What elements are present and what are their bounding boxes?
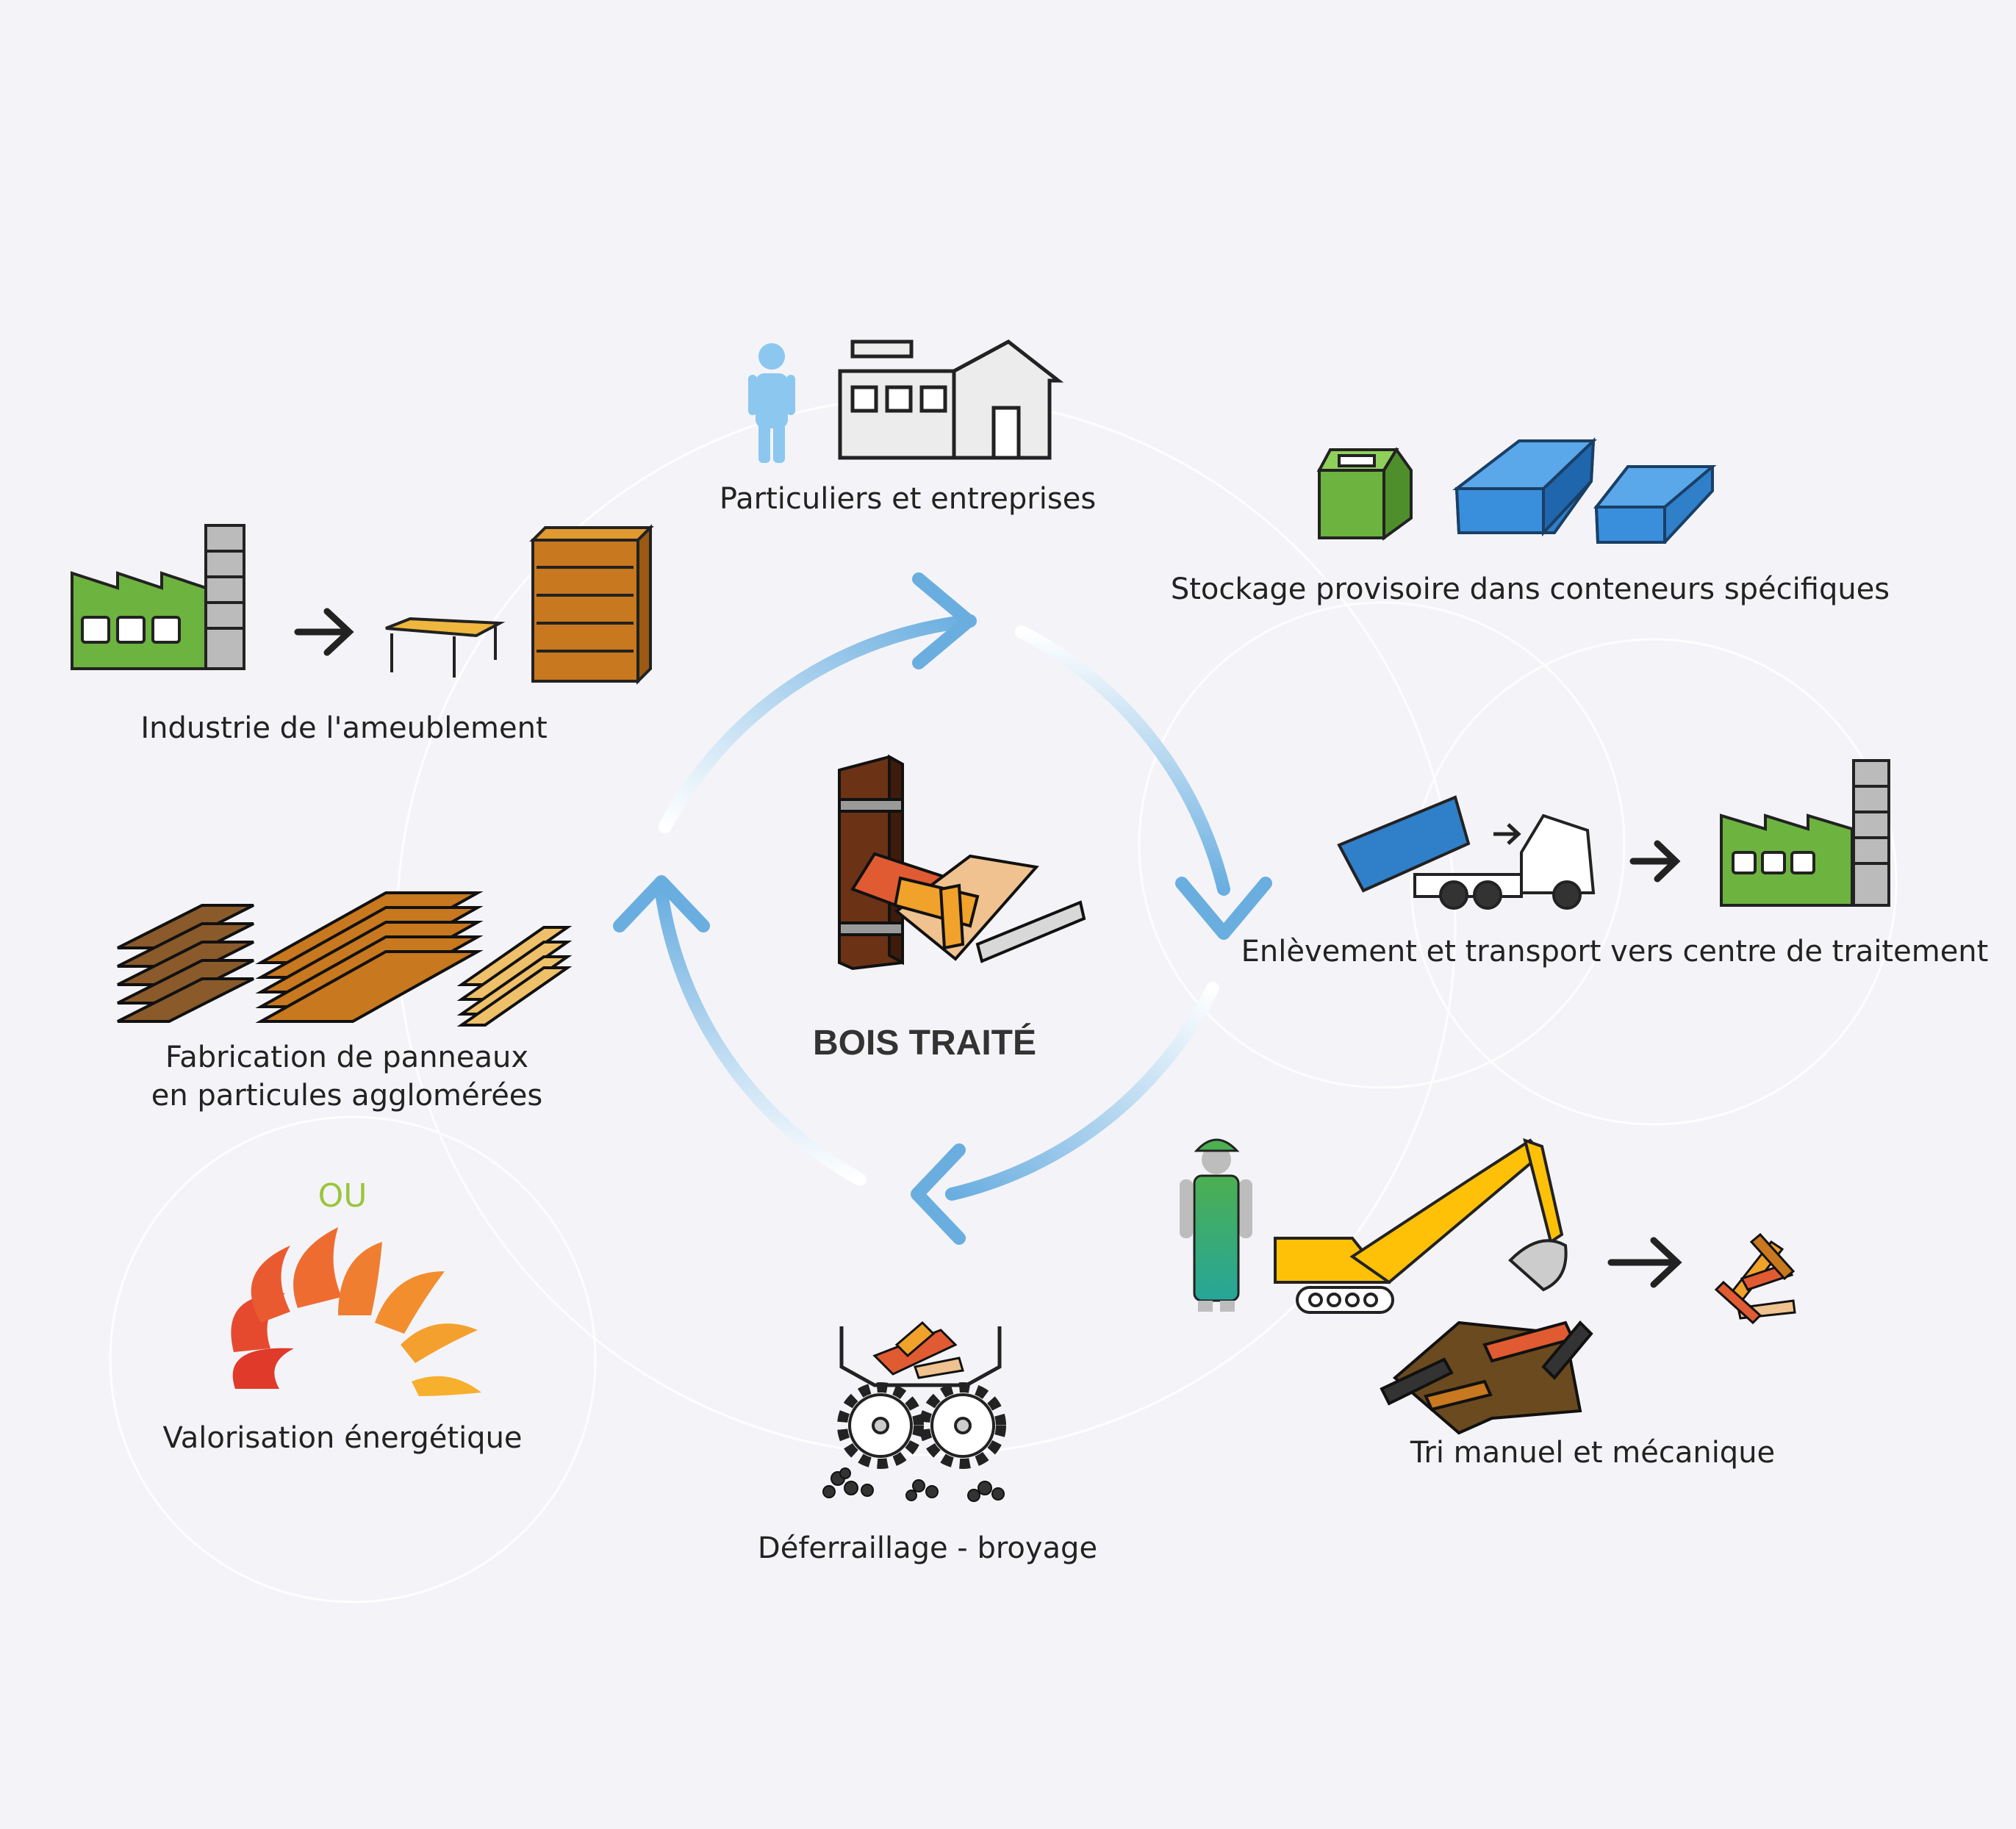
center-title: BOIS TRAITÉ xyxy=(813,1023,1036,1063)
label-enlevement: Enlèvement et transport vers centre de t… xyxy=(1241,935,1989,969)
label-particuliers: Particuliers et entreprises xyxy=(720,482,1096,516)
shredder-icon xyxy=(822,1320,1006,1502)
treated-wood-icon xyxy=(838,754,1086,971)
blue-container-large-icon xyxy=(1452,437,1597,537)
label-ameublement: Industrie de l'ameublement xyxy=(140,711,547,745)
cycle-arrow-left xyxy=(655,886,867,1186)
ou-connector: OU xyxy=(318,1177,367,1215)
label-deferraillage: Déferraillage - broyage xyxy=(758,1531,1097,1565)
factory-icon-right xyxy=(1720,759,1890,907)
particle-board-panels-icon xyxy=(117,891,573,1027)
cycle-arrows xyxy=(613,572,1272,1245)
label-tri: Tri manuel et mécanique xyxy=(1410,1436,1775,1470)
wood-pile-icon xyxy=(1380,1320,1593,1435)
arrowhead-left xyxy=(613,875,710,933)
cycle-arrow-bottom xyxy=(945,982,1219,1201)
arrow-right-icon xyxy=(1629,840,1681,883)
arrowhead-bottom xyxy=(911,1143,966,1245)
label-valorisation: Valorisation énergétique xyxy=(162,1421,522,1455)
blue-container-small-icon xyxy=(1593,465,1717,544)
cycle-arrow-top xyxy=(659,614,977,833)
energy-flame-icon xyxy=(231,1227,481,1396)
shredded-debris-icon xyxy=(822,1467,1005,1502)
bookshelf-icon xyxy=(529,524,654,685)
factory-icon-left xyxy=(71,524,245,670)
arrowhead-right xyxy=(1175,877,1272,940)
worker-icon xyxy=(1180,1138,1252,1312)
cycle-arrow-right xyxy=(1015,625,1230,896)
person-icon xyxy=(748,343,795,463)
tipper-truck-icon xyxy=(1337,795,1596,910)
label-panneaux-line1: Fabrication de panneaux xyxy=(165,1041,528,1074)
wood-chips-icon xyxy=(1714,1232,1796,1325)
label-panneaux-line2: en particules agglomérées xyxy=(151,1079,543,1113)
gear-right-icon xyxy=(919,1382,1006,1469)
arrow-right-icon-2 xyxy=(1607,1237,1682,1288)
green-bin-icon xyxy=(1316,447,1413,541)
arrowhead-top xyxy=(912,572,975,669)
arrow-right-icon-3 xyxy=(294,608,354,656)
building-icon xyxy=(838,339,1064,460)
gear-left-icon xyxy=(837,1382,924,1469)
table-icon xyxy=(385,617,506,678)
excavator-icon xyxy=(1274,1138,1568,1314)
label-stockage: Stockage provisoire dans conteneurs spéc… xyxy=(1171,572,1890,606)
